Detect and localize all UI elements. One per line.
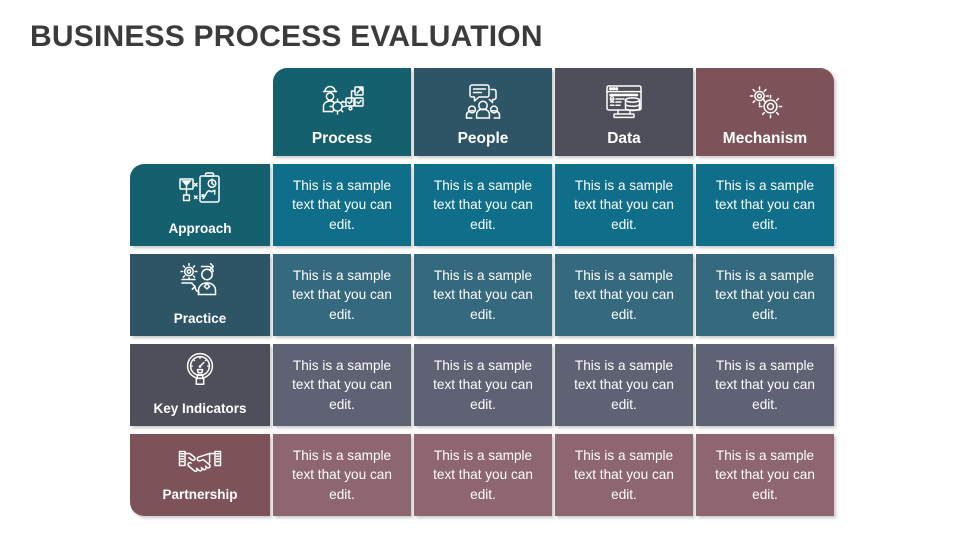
- column-header-label: Mechanism: [722, 129, 808, 147]
- matrix-cell-text: This is a sample text that you can edit.: [574, 358, 674, 412]
- matrix-cell[interactable]: This is a sample text that you can edit.: [273, 164, 411, 246]
- row-header-partnership[interactable]: Partnership: [130, 434, 270, 516]
- column-header-label: Data: [607, 129, 641, 147]
- matrix-cell-text: This is a sample text that you can edit.: [715, 178, 815, 232]
- matrix-cell-text: This is a sample text that you can edit.: [574, 178, 674, 232]
- column-header-mechanism[interactable]: Mechanism: [696, 68, 834, 156]
- matrix-cell[interactable]: This is a sample text that you can edit.: [696, 434, 834, 516]
- row-header-label: Practice: [173, 311, 227, 327]
- matrix-cell[interactable]: This is a sample text that you can edit.: [414, 344, 552, 426]
- column-header-people[interactable]: People: [414, 68, 552, 156]
- gauge-icon: [179, 350, 221, 392]
- matrix-cell-text: This is a sample text that you can edit.: [292, 178, 392, 232]
- page-title: BUSINESS PROCESS EVALUATION: [30, 20, 543, 53]
- clipboard-funnel-icon: [176, 170, 224, 212]
- matrix-cell-text: This is a sample text that you can edit.: [433, 178, 533, 232]
- matrix-cell[interactable]: This is a sample text that you can edit.: [273, 254, 411, 336]
- matrix-cell[interactable]: This is a sample text that you can edit.: [555, 164, 693, 246]
- row-header-label: Approach: [168, 221, 232, 237]
- evaluation-matrix: Process People: [130, 68, 834, 520]
- matrix-cell-text: This is a sample text that you can edit.: [715, 448, 815, 502]
- people-speech-icon: [460, 82, 506, 122]
- column-header-process[interactable]: Process: [273, 68, 411, 156]
- gears-icon: [742, 82, 788, 122]
- matrix-cell[interactable]: This is a sample text that you can edit.: [414, 254, 552, 336]
- matrix-cell[interactable]: This is a sample text that you can edit.: [273, 434, 411, 516]
- row-header-label: Partnership: [162, 487, 238, 503]
- matrix-cell-text: This is a sample text that you can edit.: [292, 448, 392, 502]
- worker-flowchart-icon: [319, 82, 365, 122]
- gear-person-icon: [176, 260, 224, 302]
- matrix-cell-text: This is a sample text that you can edit.: [574, 448, 674, 502]
- matrix-cell-text: This is a sample text that you can edit.: [715, 268, 815, 322]
- row-header-label: Key Indicators: [153, 401, 247, 417]
- matrix-cell[interactable]: This is a sample text that you can edit.: [414, 164, 552, 246]
- matrix-cell[interactable]: This is a sample text that you can edit.: [555, 254, 693, 336]
- matrix-cell-text: This is a sample text that you can edit.: [574, 268, 674, 322]
- row-header-approach[interactable]: Approach: [130, 164, 270, 246]
- matrix-cell[interactable]: This is a sample text that you can edit.: [696, 344, 834, 426]
- matrix-cell[interactable]: This is a sample text that you can edit.: [414, 434, 552, 516]
- matrix-cell-text: This is a sample text that you can edit.: [433, 268, 533, 322]
- row-header-key-indicators[interactable]: Key Indicators: [130, 344, 270, 426]
- matrix-cell-text: This is a sample text that you can edit.: [715, 358, 815, 412]
- matrix-cell-text: This is a sample text that you can edit.: [433, 358, 533, 412]
- matrix-cell-text: This is a sample text that you can edit.: [433, 448, 533, 502]
- matrix-cell[interactable]: This is a sample text that you can edit.: [273, 344, 411, 426]
- column-header-data[interactable]: Data: [555, 68, 693, 156]
- matrix-cell[interactable]: This is a sample text that you can edit.: [555, 434, 693, 516]
- matrix-cell-text: This is a sample text that you can edit.: [292, 268, 392, 322]
- monitor-database-icon: [601, 82, 647, 122]
- column-header-label: Process: [311, 129, 373, 147]
- matrix-cell[interactable]: This is a sample text that you can edit.: [696, 254, 834, 336]
- matrix-cell-text: This is a sample text that you can edit.: [292, 358, 392, 412]
- matrix-cell[interactable]: This is a sample text that you can edit.: [555, 344, 693, 426]
- handshake-icon: [176, 444, 224, 478]
- row-header-practice[interactable]: Practice: [130, 254, 270, 336]
- column-header-label: People: [457, 129, 509, 147]
- matrix-cell[interactable]: This is a sample text that you can edit.: [696, 164, 834, 246]
